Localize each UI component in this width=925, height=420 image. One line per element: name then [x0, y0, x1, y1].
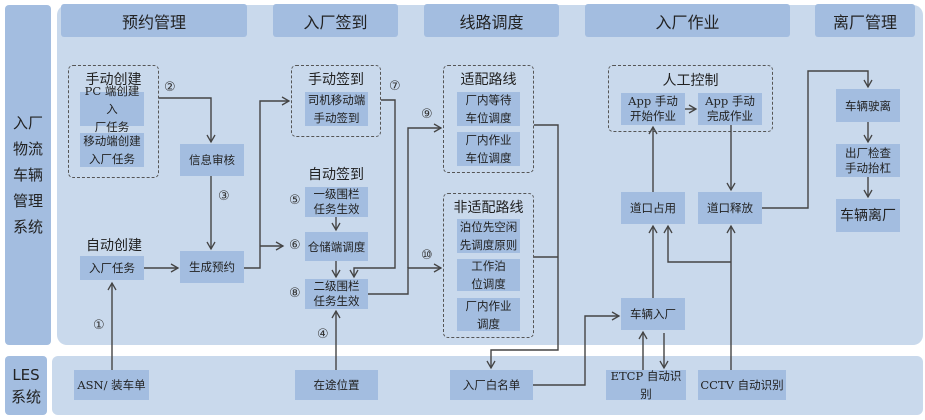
box-exit-check: 出厂检查 手动抬杠	[836, 144, 900, 177]
step-number-4: ④	[317, 327, 329, 342]
label-nonfit-route: 非适配路线	[453, 200, 524, 216]
header-route-dispatch: 线路调度	[424, 4, 559, 37]
box-cctv-recognition: CCTV 自动识别	[698, 370, 786, 400]
step-number-3: ③	[218, 189, 230, 204]
step-number-2: ②	[164, 80, 176, 95]
box-wait-dispatch: 厂内等待 车位调度	[457, 92, 520, 126]
step-number-8: ⑧	[289, 286, 301, 301]
box-driver-mobile-checkin: 司机移动端 手动签到	[305, 92, 368, 126]
label-auto-create: 自动创建	[86, 238, 142, 254]
label-auto-checkin: 自动签到	[308, 167, 364, 183]
header-inbound-checkin: 入厂签到	[273, 4, 398, 37]
box-app-manual-start: App 手动 开始作业	[621, 93, 685, 125]
box-fence-level2: 二级围栏 任务生效	[305, 279, 368, 309]
side-label-vehicle-management-system: 入厂 物流 车辆 管理 系统	[5, 5, 51, 345]
step-number-7: ⑦	[389, 79, 401, 94]
step-number-5: ⑤	[289, 193, 301, 208]
header-exit-management: 离厂管理	[815, 4, 915, 37]
box-vehicle-enter: 车辆入厂	[621, 298, 685, 330]
step-number-1: ①	[93, 318, 105, 333]
box-etcp-recognition: ETCP 自动识别	[606, 369, 686, 401]
box-gate-occupy: 道口占用	[621, 192, 685, 224]
label-manual-checkin: 手动签到	[308, 72, 364, 88]
header-inbound-operation: 入厂作业	[585, 4, 790, 37]
box-info-review: 信息审核	[180, 144, 244, 176]
label-manual-create: 手动创建	[85, 72, 142, 88]
box-in-transit-position: 在途位置	[295, 370, 378, 400]
box-berth-first-idle: 泊位先空闲 先调度原则	[457, 219, 520, 253]
box-generate-reservation: 生成预约	[180, 251, 244, 283]
box-asn-loading-list: ASN/ 装车单	[74, 370, 149, 400]
label-fit-route: 适配路线	[460, 72, 517, 88]
box-work-dispatch: 厂内作业 车位调度	[457, 132, 520, 166]
group-fit-route	[443, 65, 534, 173]
step-number-6: ⑥	[289, 238, 301, 253]
label-manual-control: 人工控制	[662, 73, 719, 89]
box-app-manual-finish: App 手动 完成作业	[698, 93, 762, 125]
box-warehouse-dispatch: 仓储端调度	[305, 232, 368, 261]
box-inplant-work-dispatch: 厂内作业 调度	[457, 298, 520, 331]
box-vehicle-drive-away: 车辆驶离	[836, 89, 900, 122]
step-number-9: ⑨	[421, 107, 433, 122]
step-number-10: ⑩	[421, 248, 433, 263]
box-mobile-create: 移动端创建 入厂任务	[80, 133, 144, 167]
box-fence-level1: 一级围栏 任务生效	[305, 187, 368, 217]
box-vehicle-exit: 车辆离厂	[836, 199, 900, 232]
box-inbound-whitelist: 入厂白名单	[450, 370, 533, 400]
side-label-les-system: LES 系统	[5, 356, 47, 415]
box-gate-release: 道口释放	[698, 192, 762, 224]
box-inbound-task: 入厂任务	[80, 256, 144, 280]
box-work-berth-dispatch: 工作泊 位调度	[457, 259, 520, 291]
group-manual-create	[68, 65, 159, 178]
header-reservation-management: 预约管理	[61, 4, 247, 37]
